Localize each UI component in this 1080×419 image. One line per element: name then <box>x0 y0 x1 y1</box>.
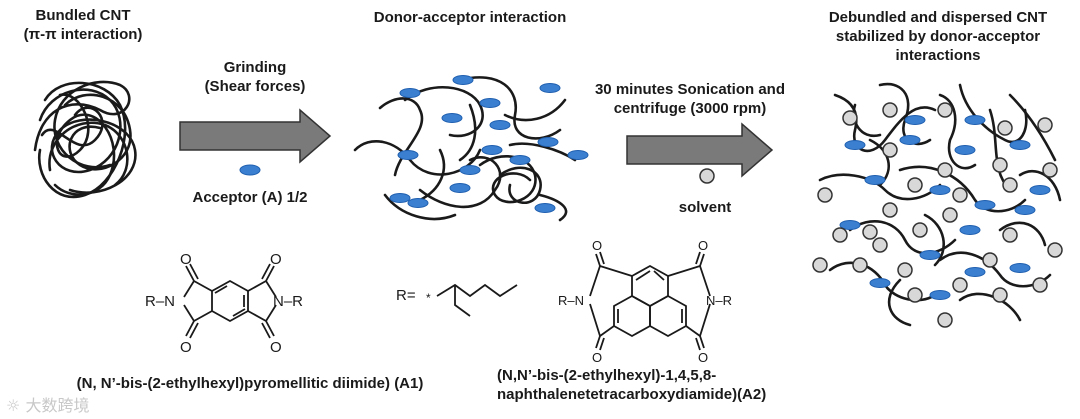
dispersed-cnt-title-line3: interactions <box>895 47 981 64</box>
watermark: ☼ 大数跨境 <box>6 392 89 416</box>
a2-left-substituent: R–N <box>558 293 584 308</box>
grinding-label: Grinding (Shear forces) <box>180 58 330 96</box>
a2-caption-line2: naphthalenetetracarboxydiamide)(A2) <box>497 386 767 403</box>
a1-oxygen-top-left: O <box>180 251 192 268</box>
sonication-label: 30 minutes Sonication and centrifuge (30… <box>575 80 805 118</box>
a2-right-substituent: N–R <box>706 293 732 308</box>
a2-caption: (N,N’-bis-(2-ethylhexyl)-1,4,5,8- naphth… <box>497 366 827 404</box>
solvent-legend-icon <box>699 168 715 184</box>
a2-oxygen-top-left: O <box>592 238 602 253</box>
bundled-cnt-title: Bundled CNT (π-π interaction) <box>18 6 148 44</box>
grinding-label-line2: (Shear forces) <box>204 78 306 95</box>
a1-left-substituent: R–N <box>145 293 175 310</box>
a1-oxygen-bottom-right: O <box>270 339 282 356</box>
r-group-attachment-star: * <box>426 291 431 305</box>
a1-structure <box>183 263 277 339</box>
donor-acceptor-title: Donor-acceptor interaction <box>373 9 567 26</box>
dispersed-cnt-title-line1: Debundled and dispersed CNT <box>828 9 1048 26</box>
bundled-cnt-title-line1: Bundled CNT <box>35 7 131 24</box>
a2-structure <box>589 251 711 351</box>
bundled-cnt-tangle <box>33 80 137 199</box>
acceptor-label: Acceptor (A) 1/2 <box>192 189 308 206</box>
watermark-text: 大数跨境 <box>25 396 90 415</box>
a2-caption-line1: (N,N’-bis-(2-ethylhexyl)-1,4,5,8- <box>497 367 717 384</box>
watermark-logo-icon: ☼ <box>6 396 21 415</box>
a1-right-substituent: N–R <box>273 293 303 310</box>
stage3-acceptors <box>839 115 1051 300</box>
donor-acceptor-cnt <box>353 76 577 222</box>
stage2-acceptors <box>389 75 589 213</box>
bundled-cnt-title-line2: (π-π interaction) <box>23 26 143 43</box>
dispersed-cnt-title: Debundled and dispersed CNT stabilized b… <box>808 8 1068 65</box>
sonication-label-line1: 30 minutes Sonication and <box>594 81 786 98</box>
a1-oxygen-bottom-left: O <box>180 339 192 356</box>
sonication-arrow-icon <box>626 122 774 178</box>
a1-oxygen-top-right: O <box>270 251 282 268</box>
r-group-structure <box>436 283 518 317</box>
a2-oxygen-top-right: O <box>698 238 708 253</box>
acceptor-legend-icon <box>239 164 261 176</box>
r-group-label: R= <box>396 287 416 304</box>
sonication-label-line2: centrifuge (3000 rpm) <box>613 100 767 117</box>
grinding-arrow-icon <box>179 108 332 164</box>
a1-caption: (N, N’-bis-(2-ethylhexyl)pyromellitic di… <box>76 375 424 392</box>
a2-oxygen-bottom-right: O <box>698 350 708 365</box>
a2-oxygen-bottom-left: O <box>592 350 602 365</box>
grinding-label-line1: Grinding <box>223 59 287 76</box>
dispersed-cnt-title-line2: stabilized by donor-acceptor <box>835 28 1041 45</box>
solvent-label: solvent <box>678 199 732 216</box>
stage3-solvent <box>812 102 1063 328</box>
